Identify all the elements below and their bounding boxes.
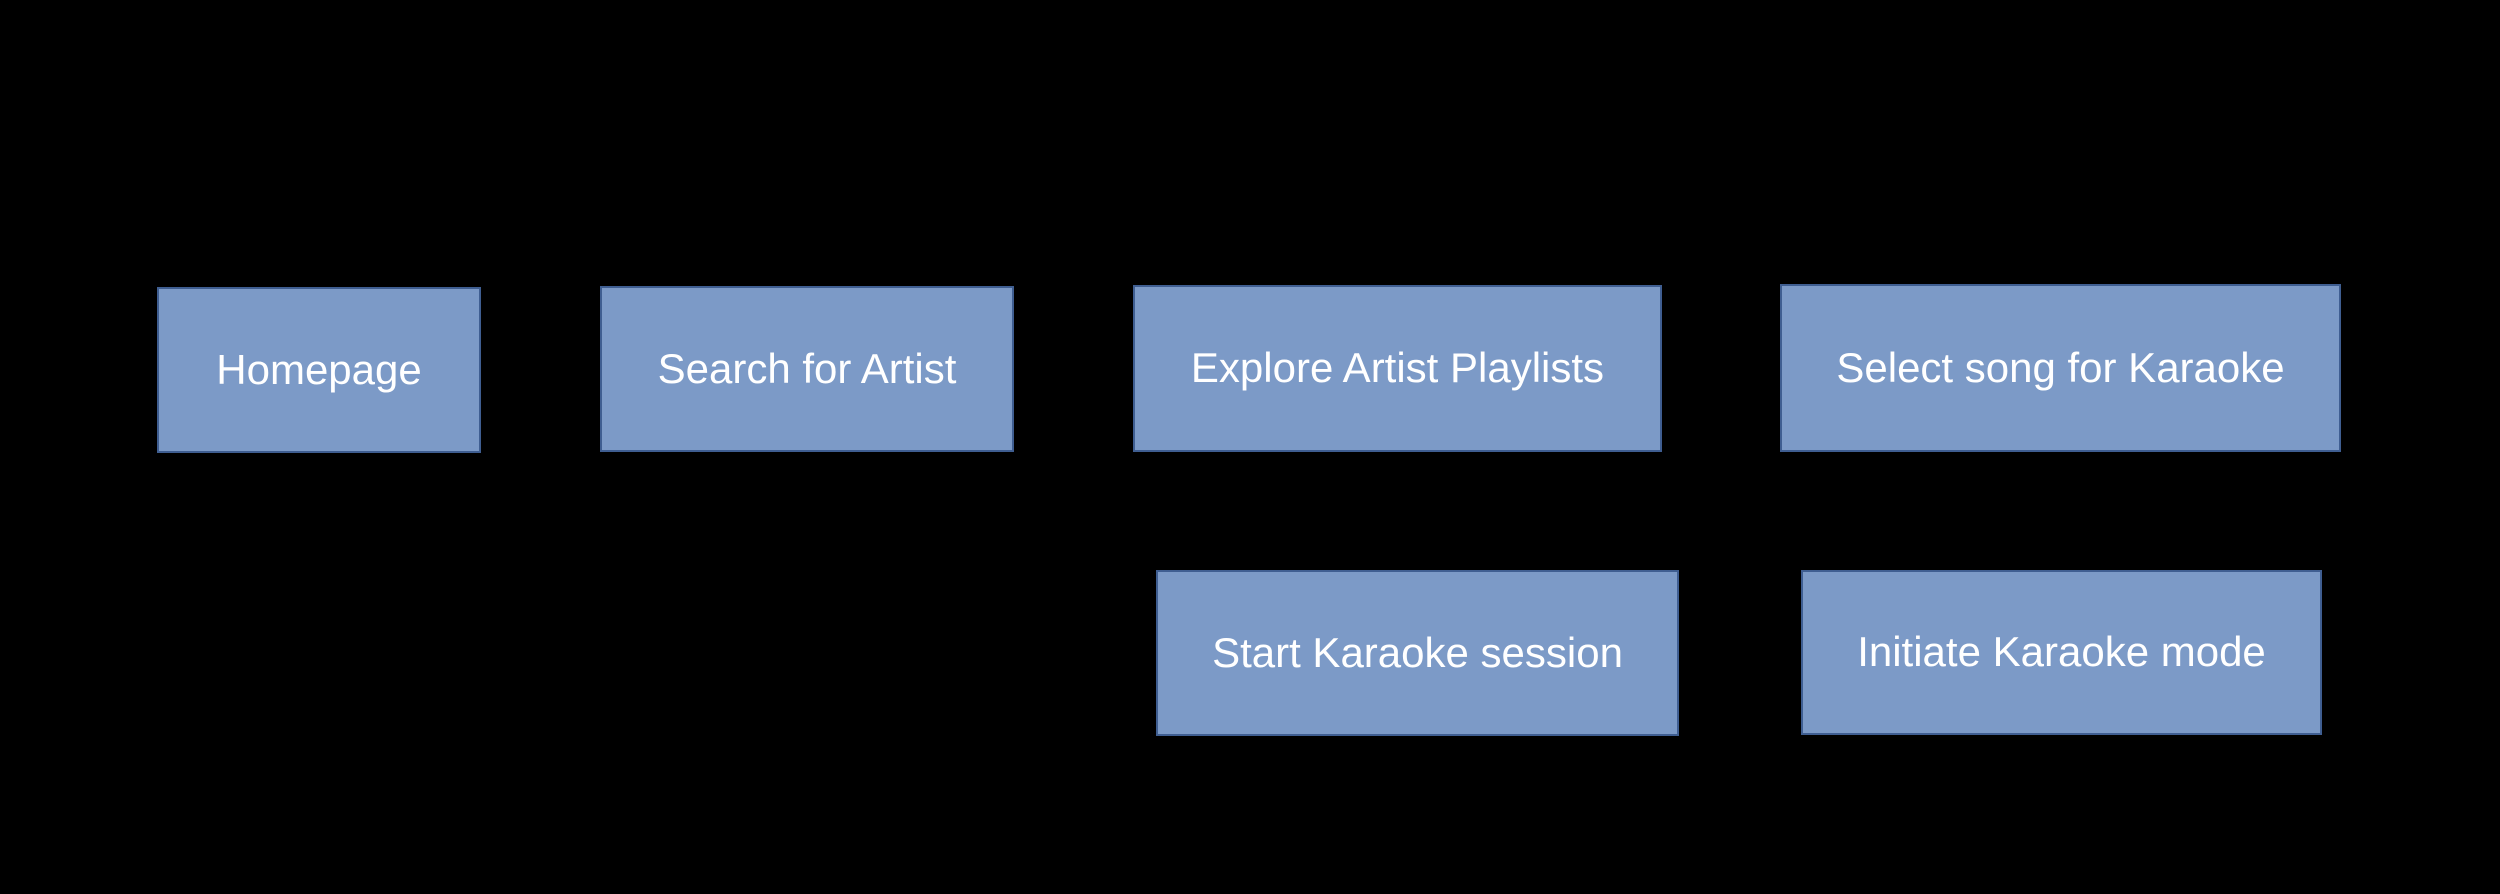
node-search-for-artist: Search for Artist <box>600 286 1014 452</box>
node-homepage: Homepage <box>157 287 481 453</box>
node-start-karaoke-session: Start Karaoke session <box>1156 570 1679 736</box>
node-homepage-label: Homepage <box>216 345 422 393</box>
node-initiate-karaoke-mode-label: Initiate Karaoke mode <box>1857 628 2266 676</box>
node-select-song-for-karaoke: Select song for Karaoke <box>1780 284 2341 452</box>
node-initiate-karaoke-mode: Initiate Karaoke mode <box>1801 570 2322 735</box>
node-explore-artist-playlists-label: Explore Artist Playlists <box>1190 344 1605 392</box>
node-select-song-for-karaoke-label: Select song for Karaoke <box>1836 343 2285 391</box>
node-search-for-artist-label: Search for Artist <box>657 344 957 392</box>
node-explore-artist-playlists: Explore Artist Playlists <box>1133 285 1662 452</box>
node-start-karaoke-session-label: Start Karaoke session <box>1212 628 1623 676</box>
